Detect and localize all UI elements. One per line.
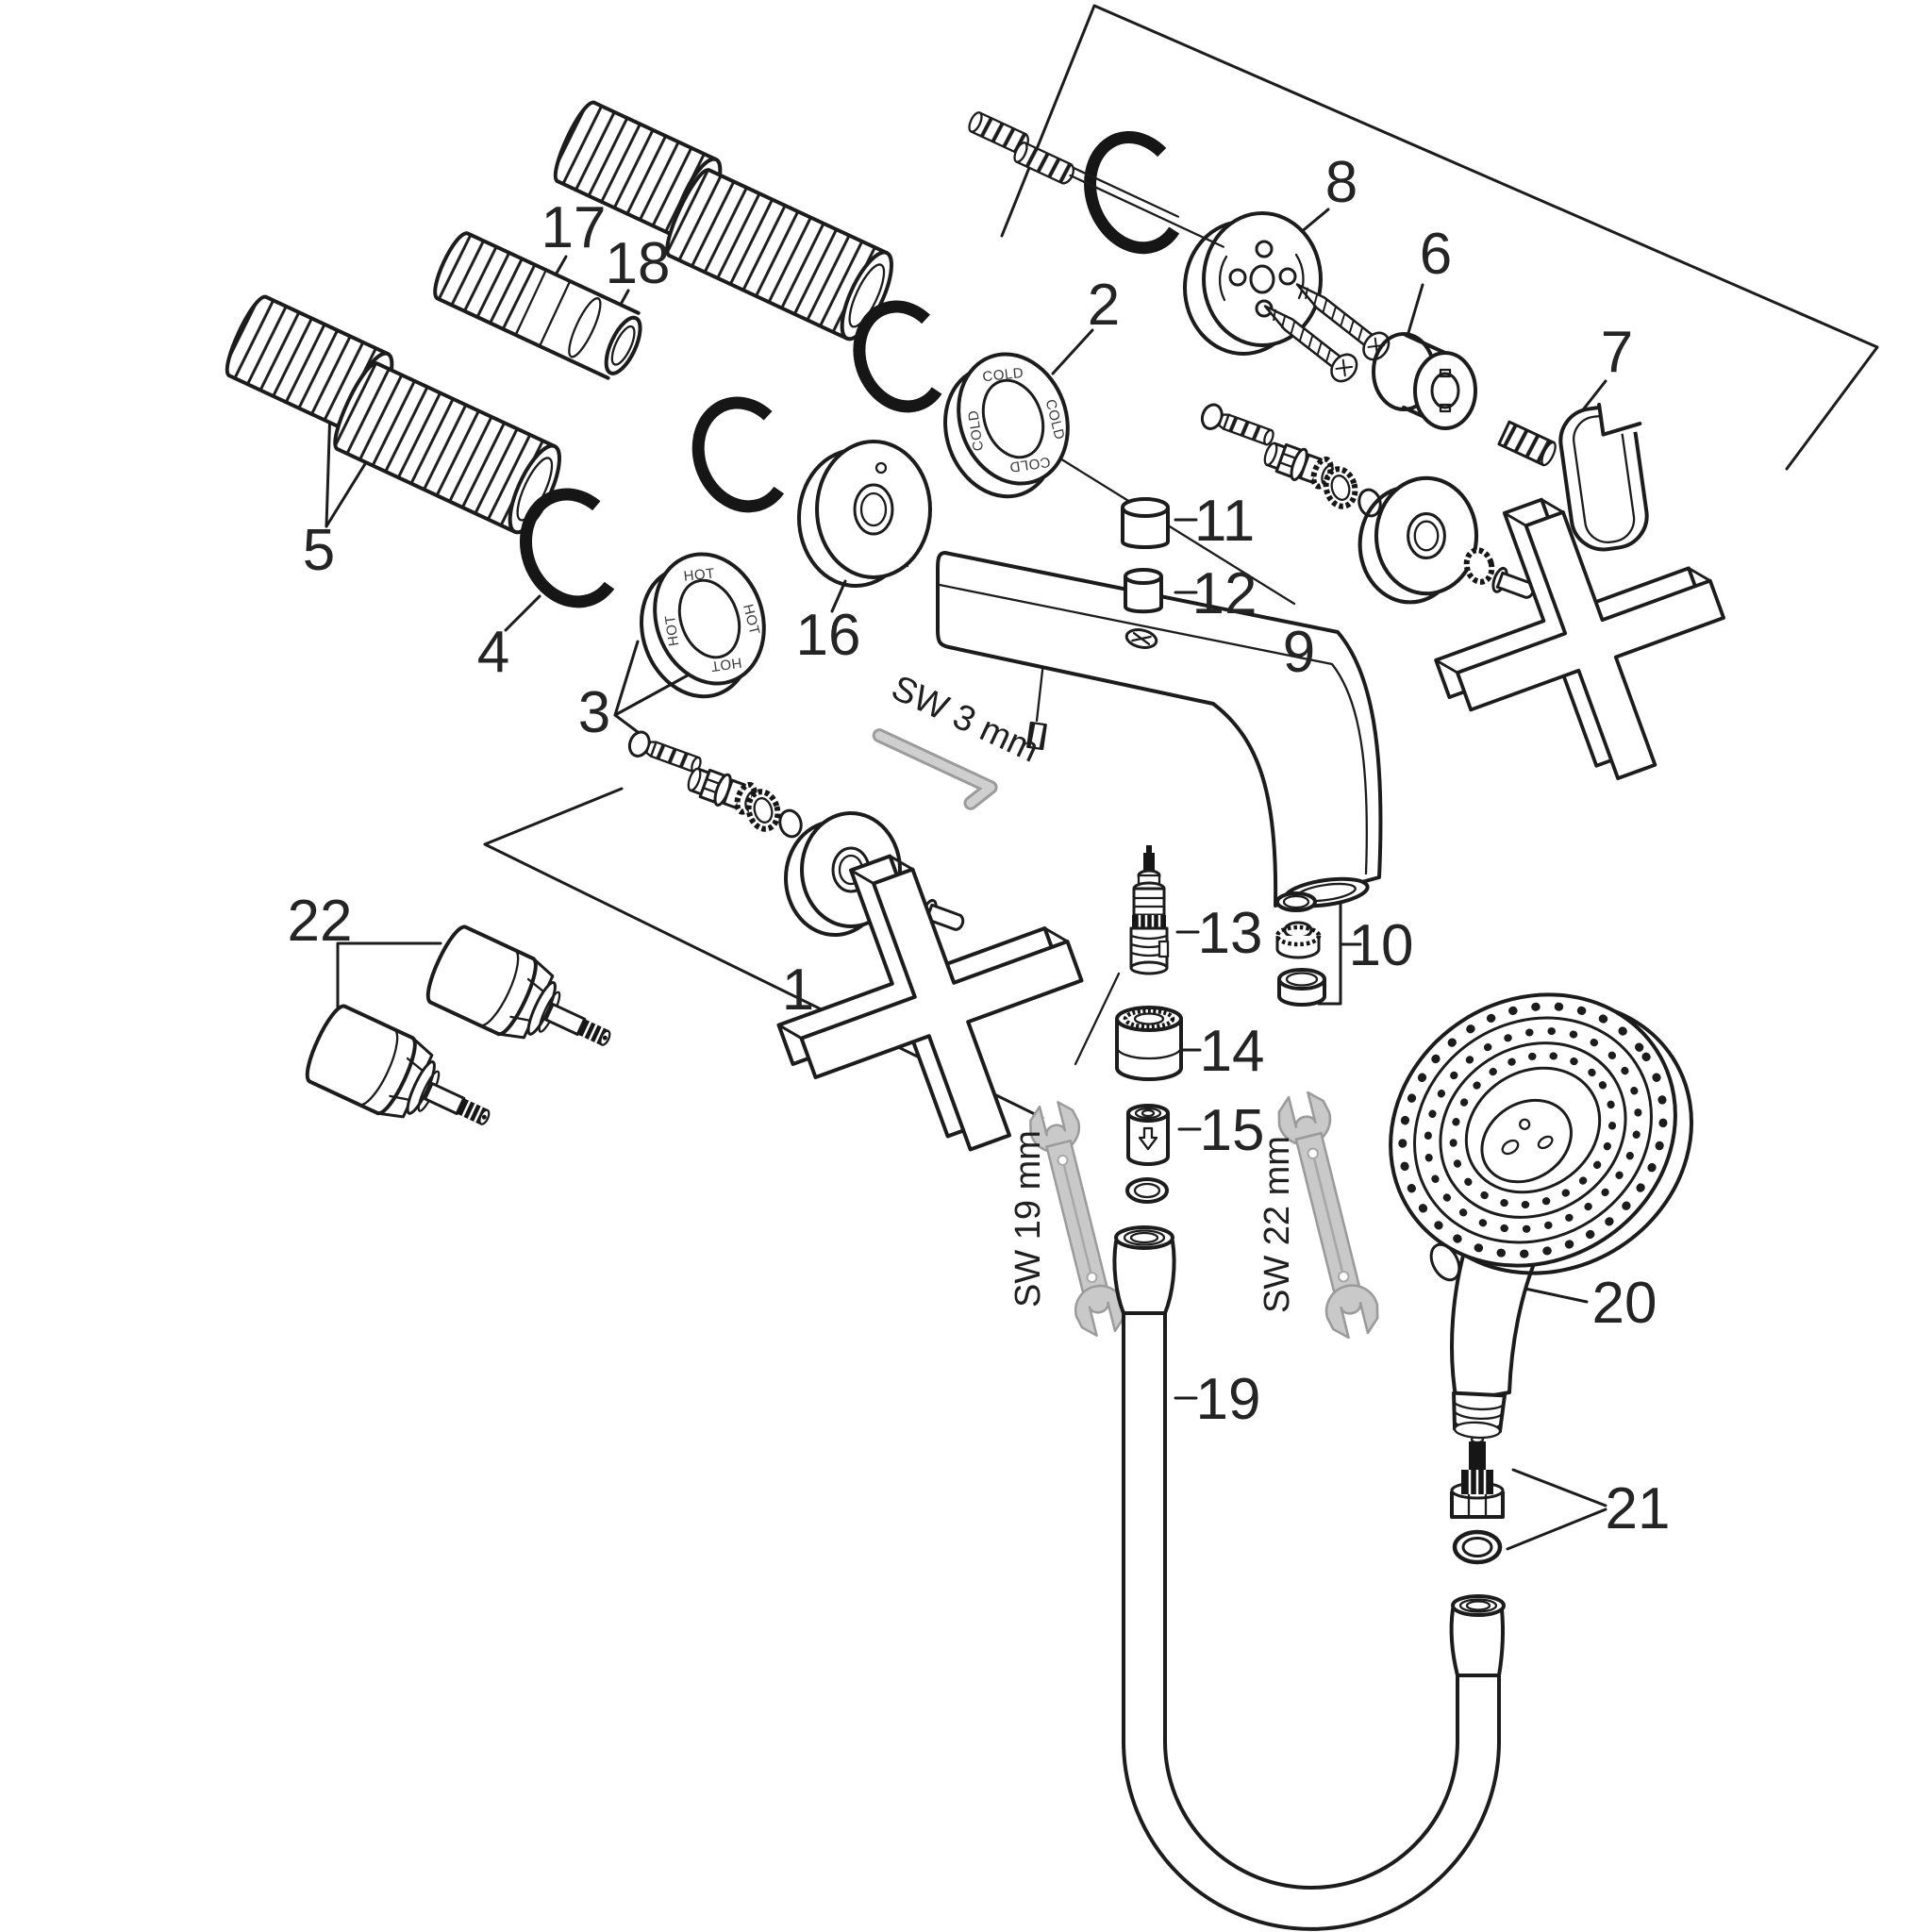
hot-marking: HOT xyxy=(683,565,716,584)
part13-cartridge xyxy=(1129,845,1170,975)
wall-anchor-dowels xyxy=(965,109,1229,258)
allen-key: SW 3 mm xyxy=(872,668,1044,810)
part-label-15: 15 xyxy=(1200,1098,1265,1163)
wrench-22-size-label: SW 22 mm xyxy=(1257,1136,1297,1313)
spout-seal xyxy=(1125,1177,1169,1204)
part3-bracket xyxy=(613,640,651,742)
part-label-13: 13 xyxy=(1198,901,1263,966)
wrench-19-size-label: SW 19 mm xyxy=(1008,1130,1048,1307)
set-screw xyxy=(1026,721,1047,751)
cold-marking: COLD xyxy=(982,365,1024,385)
cross-handle-right xyxy=(1434,497,1725,780)
part14-aerator xyxy=(1115,1006,1183,1081)
shower-select-button xyxy=(1429,1242,1461,1282)
part-label-9: 9 xyxy=(1283,620,1315,685)
part21-o-ring xyxy=(1452,1529,1503,1565)
part3-hot-ring: HOT HOT HOT HOT xyxy=(640,552,766,699)
part-label-19: 19 xyxy=(1196,1367,1261,1432)
part-label-12: 12 xyxy=(1192,561,1257,626)
shower-holder-clip xyxy=(1558,397,1649,552)
part22-cartridges xyxy=(298,921,628,1158)
cold-marking: COLD xyxy=(965,409,987,453)
cross-handle-left xyxy=(776,854,1084,1152)
part21-check-valve xyxy=(1450,1435,1505,1519)
part7-holder-assembly xyxy=(1372,332,1649,552)
cold-marking: COLD xyxy=(1008,454,1052,475)
part-label-17: 17 xyxy=(541,195,607,260)
part-label-11: 11 xyxy=(1194,489,1255,554)
part16-escutcheon xyxy=(797,440,932,588)
part-label-18: 18 xyxy=(606,231,671,296)
part-labels: 5 4 3 17 18 16 2 8 6 7 1 22 9 11 12 13 1… xyxy=(288,150,1671,1541)
part-label-16: 16 xyxy=(796,603,861,668)
part2-cold-ring: COLD COLD COLD COLD xyxy=(943,352,1070,499)
part-label-6: 6 xyxy=(1420,222,1452,287)
part6-bracket xyxy=(1000,4,1879,471)
part-label-3: 3 xyxy=(578,680,610,745)
part-label-1: 1 xyxy=(782,958,814,1023)
part-label-14: 14 xyxy=(1200,1019,1265,1084)
part15-flow-limiter xyxy=(1126,1104,1170,1166)
part-label-21: 21 xyxy=(1606,1476,1671,1541)
hot-marking: HOT xyxy=(709,654,742,674)
part19-shower-hose xyxy=(1112,1225,1506,1931)
part20-hand-shower xyxy=(1389,992,1693,1440)
part10-aerator-set xyxy=(1274,891,1326,1007)
part-label-8: 8 xyxy=(1325,150,1357,215)
part-label-2: 2 xyxy=(1088,273,1120,338)
cold-valve-chain xyxy=(1197,400,1540,606)
part12-cap xyxy=(1124,568,1163,614)
part17-18-extension-nipple xyxy=(433,231,642,380)
part-label-4: 4 xyxy=(477,620,509,685)
part-label-22: 22 xyxy=(288,889,353,954)
part-label-20: 20 xyxy=(1592,1271,1657,1336)
part-label-10: 10 xyxy=(1349,913,1414,978)
hot-marking: HOT xyxy=(662,614,682,647)
part11-cap xyxy=(1121,497,1170,549)
part22-bracket xyxy=(336,941,442,1013)
part-label-7: 7 xyxy=(1601,320,1633,385)
part-label-5: 5 xyxy=(303,518,335,583)
circlip-set xyxy=(519,131,1180,608)
